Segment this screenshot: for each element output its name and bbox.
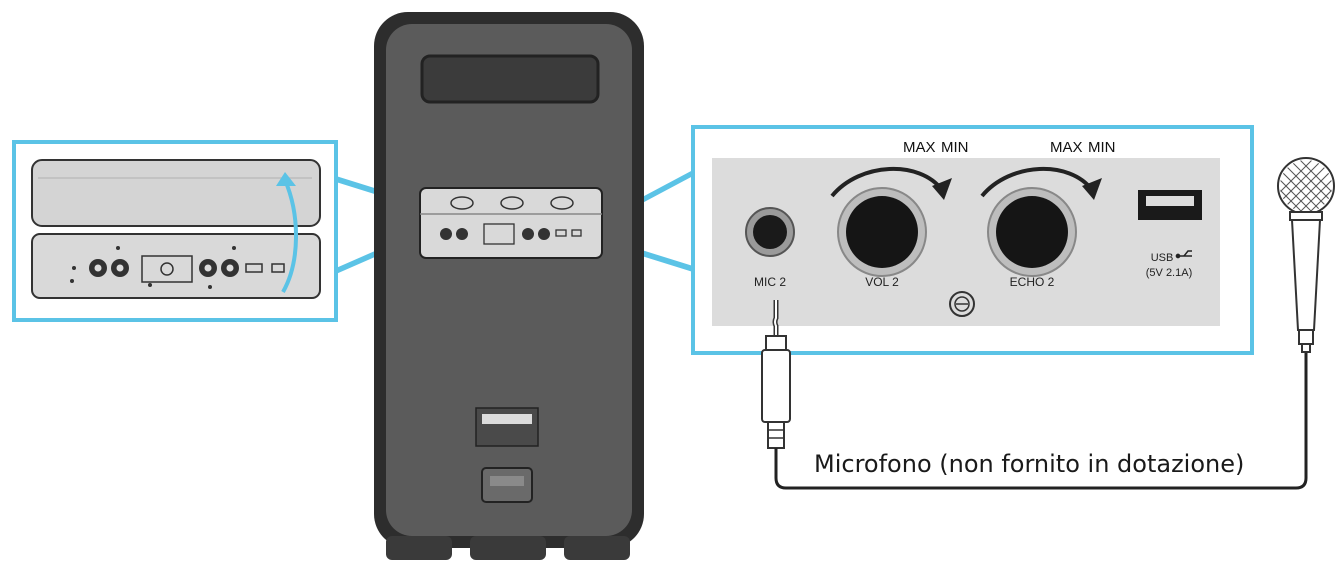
usb-rating-label: (5V 2.1A) [1146, 267, 1192, 279]
volume-knob [846, 196, 918, 268]
plug-body [761, 349, 791, 423]
rating-label-plate [475, 407, 539, 447]
speaker-body [386, 24, 632, 536]
plug-strain-relief [767, 421, 785, 449]
speaker-port-panel [419, 187, 603, 259]
volume-rotation-arrowhead [932, 178, 952, 200]
microphone [1277, 157, 1335, 353]
small-port-markings [70, 246, 285, 289]
volume-rotation-arrow [830, 167, 944, 198]
mic-panel-callout: MIC 2 VOL 2 ECHO 2 USB (5V 2.1A) MAX MIN… [691, 125, 1254, 355]
mic-cable [774, 352, 1308, 490]
usb-label: USB [1151, 252, 1174, 264]
lifted-cover [31, 159, 321, 227]
open-cover-arrowhead [276, 172, 296, 186]
echo-knob-label: ECHO 2 [1010, 275, 1055, 289]
volume-knob-label: VOL 2 [865, 275, 899, 289]
party-speaker [374, 12, 644, 560]
speaker-foot-left [386, 536, 452, 560]
mic-jack-socket [753, 215, 787, 249]
usb-icon [1175, 250, 1192, 259]
echo-rotation-arrowhead [1082, 178, 1102, 200]
mic-plug [761, 300, 791, 449]
volume-max-label: MAX [903, 139, 936, 156]
mic-handle [1290, 219, 1322, 331]
mic-jack-label: MIC 2 [754, 275, 786, 289]
speaker-foot-center [470, 536, 546, 560]
echo-knob [996, 196, 1068, 268]
volume-min-label: MIN [941, 139, 969, 156]
speaker-panel-knobs [440, 196, 582, 245]
revealed-port-panel [31, 233, 321, 299]
echo-min-label: MIN [1088, 139, 1116, 156]
echo-max-label: MAX [1050, 139, 1083, 156]
speaker-foot-right [564, 536, 630, 560]
echo-rotation-arrow [980, 167, 1094, 198]
microphone-caption: Microfono (non fornito in dotazione) [814, 450, 1244, 478]
cover-detail-callout [12, 140, 338, 322]
open-cover-arrow [281, 179, 298, 293]
speaker-handle [420, 54, 600, 104]
